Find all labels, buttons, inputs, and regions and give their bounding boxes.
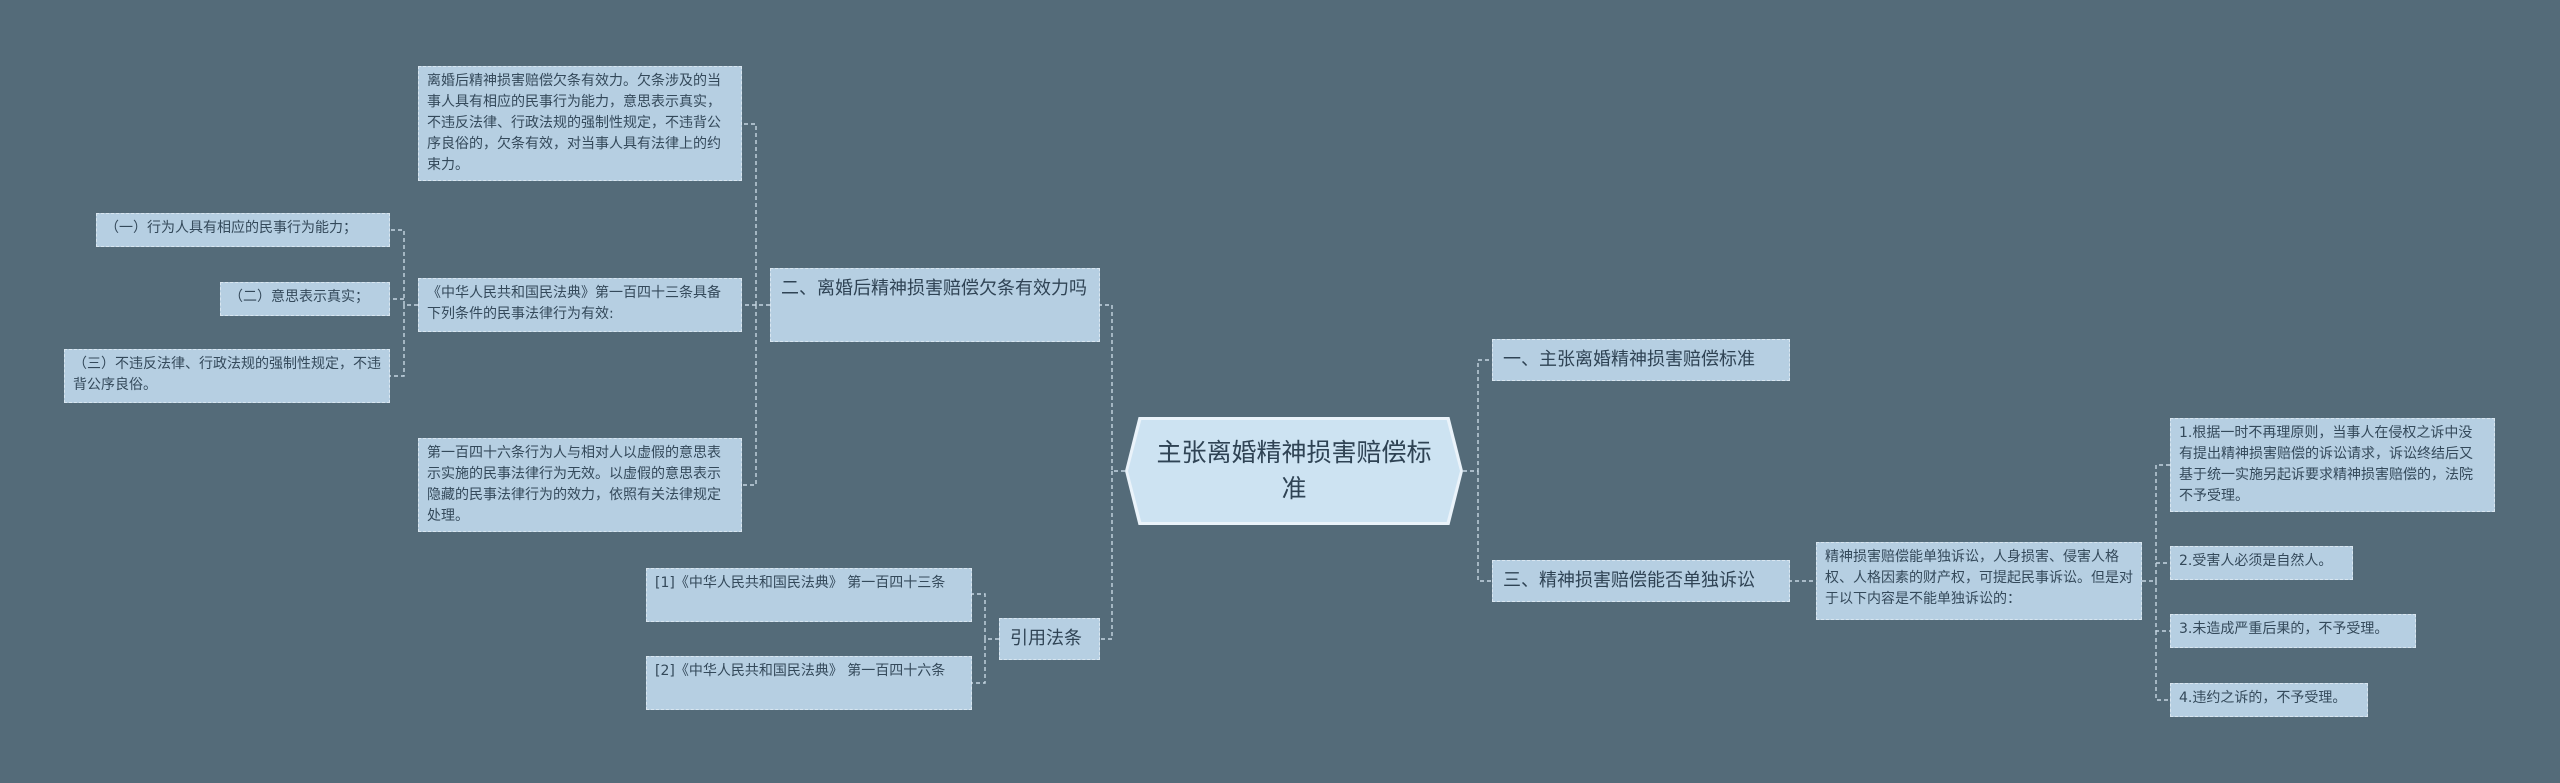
right3-item-1-text: 1.根据一时不再理原则，当事人在侵权之诉中没有提出精神损害赔偿的诉讼请求，诉讼终…: [2179, 425, 2473, 504]
left2-detail-mid-text: 《中华人民共和国民法典》第一百四十三条具备下列条件的民事法律行为有效:: [427, 285, 721, 322]
right3-item-3[interactable]: 3.未造成严重后果的，不予受理。: [2170, 614, 2416, 648]
ref-item-1[interactable]: [1]《中华人民共和国民法典》 第一百四十三条: [646, 568, 972, 622]
branch-right-1[interactable]: 一、主张离婚精神损害赔偿标准: [1492, 339, 1790, 381]
branch-right-1-label: 一、主张离婚精神损害赔偿标准: [1503, 349, 1755, 370]
connector-left2-top: [742, 123, 770, 306]
right3-detail[interactable]: 精神损害赔偿能单独诉讼，人身损害、侵害人格权、人格因素的财产权，可提起民事诉讼。…: [1816, 542, 2142, 620]
left2-detail-bottom-text: 第一百四十六条行为人与相对人以虚假的意思表示实施的民事法律行为无效。以虚假的意思…: [427, 445, 721, 524]
branch-left-2[interactable]: 二、离婚后精神损害赔偿欠条有效力吗: [770, 268, 1100, 342]
connector-ref-item2: [972, 639, 986, 684]
ref-item-1-text: [1]《中华人民共和国民法典》 第一百四十三条: [655, 575, 946, 591]
connector-detail-item3: [2155, 581, 2170, 632]
connector-left2-bottom: [742, 305, 757, 486]
left2-detail-bottom[interactable]: 第一百四十六条行为人与相对人以虚假的意思表示实施的民事法律行为无效。以虚假的意思…: [418, 438, 742, 532]
connector-mid-cond1: [390, 229, 418, 306]
condition-3-text: （三）不违反法律、行政法规的强制性规定，不违背公序良俗。: [73, 356, 381, 393]
left2-detail-mid[interactable]: 《中华人民共和国民法典》第一百四十三条具备下列条件的民事法律行为有效:: [418, 278, 742, 332]
branch-right-3-label: 三、精神损害赔偿能否单独诉讼: [1503, 570, 1755, 591]
connector-detail-item1: [2142, 464, 2170, 582]
condition-1-text: （一）行为人具有相应的民事行为能力；: [105, 220, 357, 236]
root-node[interactable]: 主张离婚精神损害赔偿标准: [1128, 420, 1460, 522]
branch-left-ref[interactable]: 引用法条: [999, 618, 1100, 660]
connector-root-right3: [1477, 471, 1492, 582]
right3-item-4-text: 4.违约之诉的，不予受理。: [2179, 690, 2347, 706]
ref-item-2-text: [2]《中华人民共和国民法典》 第一百四十六条: [655, 663, 946, 679]
ref-item-2[interactable]: [2]《中华人民共和国民法典》 第一百四十六条: [646, 656, 972, 710]
condition-2[interactable]: （二）意思表示真实；: [220, 282, 390, 316]
condition-3[interactable]: （三）不违反法律、行政法规的强制性规定，不违背公序良俗。: [64, 349, 390, 403]
right3-item-1[interactable]: 1.根据一时不再理原则，当事人在侵权之诉中没有提出精神损害赔偿的诉讼请求，诉讼终…: [2170, 418, 2495, 512]
connector-root-left2: [1100, 304, 1125, 472]
connector-root-ref: [1100, 471, 1113, 640]
left2-detail-top[interactable]: 离婚后精神损害赔偿欠条有效力。欠条涉及的当事人具有相应的民事行为能力，意思表示真…: [418, 66, 742, 181]
right3-item-2[interactable]: 2.受害人必须是自然人。: [2170, 546, 2353, 580]
connector-mid-cond3: [390, 305, 405, 377]
connector-detail-item4: [2155, 631, 2170, 701]
left2-detail-top-text: 离婚后精神损害赔偿欠条有效力。欠条涉及的当事人具有相应的民事行为能力，意思表示真…: [427, 73, 721, 173]
connector-root-right1: [1463, 359, 1492, 472]
connector-ref-item1: [972, 593, 999, 640]
right3-item-4[interactable]: 4.违约之诉的，不予受理。: [2170, 683, 2368, 717]
condition-1[interactable]: （一）行为人具有相应的民事行为能力；: [96, 213, 390, 247]
branch-left-ref-label: 引用法条: [1010, 628, 1082, 649]
right3-item-3-text: 3.未造成严重后果的，不予受理。: [2179, 621, 2389, 637]
right3-item-2-text: 2.受害人必须是自然人。: [2179, 553, 2333, 569]
root-label: 主张离婚精神损害赔偿标准: [1156, 438, 1432, 503]
right3-detail-text: 精神损害赔偿能单独诉讼，人身损害、侵害人格权、人格因素的财产权，可提起民事诉讼。…: [1825, 549, 2133, 607]
branch-right-3[interactable]: 三、精神损害赔偿能否单独诉讼: [1492, 560, 1790, 602]
condition-2-text: （二）意思表示真实；: [229, 289, 369, 305]
branch-left-2-label: 二、离婚后精神损害赔偿欠条有效力吗: [781, 278, 1087, 299]
